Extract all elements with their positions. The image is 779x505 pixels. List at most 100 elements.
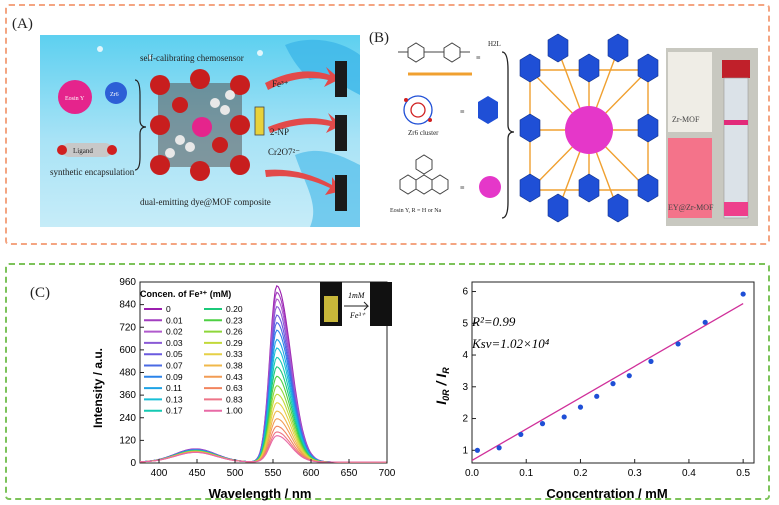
data-point: [518, 431, 524, 438]
legend-label: 0.07: [166, 361, 183, 371]
sv-y-tick-label: 1: [462, 445, 468, 456]
photo-zr-mof-label: Zr-MOF: [672, 115, 700, 124]
sv-ylabel: I0R / IR: [433, 367, 451, 405]
photo-zr-mof: [668, 52, 712, 132]
octahedron-icon: [478, 96, 498, 124]
data-point: [474, 447, 481, 453]
data-point: [626, 373, 632, 379]
sv-axes: [471, 281, 755, 464]
data-point: [496, 445, 502, 451]
equiv-1: ≡: [476, 53, 481, 62]
eosin-y-label: Eosin Y: [65, 96, 85, 102]
equiv-3: ≡: [460, 183, 465, 192]
data-point: [539, 421, 546, 427]
y-tick-label: 120: [119, 435, 136, 446]
legend-label: 0.01: [166, 315, 183, 325]
photo-ey-zr-mof: [668, 138, 712, 218]
sv-y-tick-label: 4: [462, 350, 468, 361]
inset-vials: [320, 282, 392, 326]
x-tick-label: 650: [341, 468, 358, 479]
data-point: [610, 381, 616, 387]
composite-label: dual-emitting dye@MOF composite: [140, 197, 271, 207]
zr6-label: Zr6: [110, 92, 119, 98]
data-point: [577, 404, 584, 410]
spectra-ylabel: Intensity / a.u.: [91, 348, 105, 428]
inset-conc: 1mM: [348, 291, 366, 300]
annotation-r2: R²=0.99: [471, 314, 516, 329]
analyte-fe: Fe³⁺: [272, 79, 289, 89]
zr6-cluster-structure: [403, 95, 433, 125]
x-tick-label: 500: [227, 468, 244, 479]
data-point: [702, 319, 708, 325]
x-tick-label: 600: [303, 468, 320, 479]
legend-label: 0.29: [226, 338, 243, 348]
legend-label: 0.38: [226, 361, 243, 371]
x-tick-label: 550: [265, 468, 282, 479]
brace-graphic: [134, 79, 147, 171]
inset-ion: Fe³⁺: [349, 311, 366, 320]
data-point: [740, 291, 746, 297]
synthetic-encapsulation-label: synthetic encapsulation: [50, 167, 135, 177]
eosin-y-sphere: [58, 80, 92, 114]
ligand-model: [62, 143, 112, 157]
legend-label: 0.05: [166, 349, 183, 359]
sensor-vial: [254, 106, 265, 136]
sv-x-tick-label: 0.0: [465, 468, 479, 479]
analyte-2np: 2-NP: [270, 127, 289, 137]
data-point: [675, 341, 681, 347]
panel-label-c: (C): [30, 285, 50, 301]
x-tick-label: 450: [189, 468, 206, 479]
spectra-series: [139, 284, 387, 463]
data-point: [594, 393, 600, 399]
legend-label: 0.63: [226, 383, 243, 393]
photo-ey-zr-mof-label: EY@Zr-MOF: [668, 203, 714, 212]
sv-y-tick-label: 6: [462, 287, 468, 298]
eosin-label: Eosin Y, R = H or Na: [390, 208, 442, 214]
panel-b-svg: H2L ≡ Zr6 cluster ≡ Eosin Y, R = H or Na…: [390, 33, 758, 226]
sv-xlabel: Concentration / mM: [546, 486, 667, 501]
legend-label: 0.17: [166, 406, 183, 416]
sv-x-tick-label: 0.1: [519, 468, 533, 479]
data-point: [648, 358, 654, 364]
legend-label: 0.02: [166, 327, 183, 337]
legend-label: 0.03: [166, 338, 183, 348]
annotation-ksv: Ksv=1.02×10⁴: [471, 336, 550, 351]
legend-label: 0: [166, 304, 171, 314]
legend-label: 0.26: [226, 327, 243, 337]
legend-title: Concen. of Fe³⁺ (mM): [140, 289, 231, 299]
zr6-sphere: [105, 82, 127, 104]
spectrum-line: [140, 435, 387, 463]
x-tick-label: 700: [379, 468, 396, 479]
ligand-h2l: H2L: [488, 40, 501, 48]
legend-label: 1.00: [226, 406, 243, 416]
sv-x-tick-label: 0.2: [574, 468, 588, 479]
sv-points: [474, 291, 746, 453]
y-tick-label: 360: [119, 390, 136, 401]
y-tick-label: 720: [119, 322, 136, 333]
legend-label: 0.23: [226, 315, 243, 325]
legend-label: 0.43: [226, 372, 243, 382]
x-tick-label: 400: [151, 468, 168, 479]
y-tick-label: 960: [119, 277, 136, 288]
legend-label: 0.13: [166, 394, 183, 404]
vial-cr: [335, 175, 347, 211]
sv-x-tick-label: 0.4: [682, 468, 696, 479]
sv-x-tick-label: 0.3: [628, 468, 642, 479]
sv-frame: [471, 281, 755, 464]
panel-c-frame: [5, 263, 770, 500]
ligand-label: Ligand: [73, 147, 93, 155]
sv-y-tick-label: 3: [462, 382, 468, 393]
spectra-legend: 00.010.020.030.050.070.090.110.130.170.2…: [144, 304, 243, 416]
vial-fe: [335, 61, 347, 97]
brace-b: [501, 51, 515, 219]
legend-label: 0.09: [166, 372, 183, 382]
legend-label: 0.83: [226, 394, 243, 404]
panel-label-a: (A): [12, 16, 33, 32]
panel-ab-frame: [5, 4, 770, 245]
analyte-cr2o7: Cr2O7²⁻: [268, 147, 300, 157]
vial-2np: [335, 115, 347, 151]
y-tick-label: 600: [119, 345, 136, 356]
y-tick-label: 840: [119, 300, 136, 311]
mof-structure: [150, 69, 250, 181]
